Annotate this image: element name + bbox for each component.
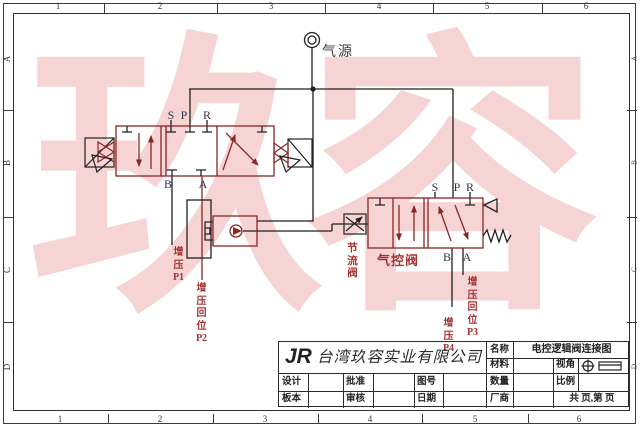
tb-line [486,342,487,408]
left-valve-port-r: R [202,108,211,122]
company-name: 台湾玖容实业有限公司 [317,349,483,366]
air-source-icon [303,31,321,49]
label-p1: 增 压 P1 [172,247,185,283]
throttle-valve-symbol [343,213,367,235]
right-valve-port-b: B [442,250,451,264]
air-source-label: 气源 [322,45,354,60]
review-label: 审核 [346,394,366,404]
tb-line [553,358,554,408]
watermark-text: 玖容 [28,19,600,346]
ruler-label: 2 [157,414,163,424]
drawing-no-label: 图号 [417,377,437,387]
ruler-tick [3,322,13,323]
vendor-label: 厂商 [490,394,510,404]
ruler-label: 2 [157,1,163,11]
design-label: 设计 [282,377,302,387]
version-label: 板本 [282,394,302,404]
name-label: 名称 [490,345,510,355]
tb-line [414,373,415,408]
ruler-tick [325,3,326,13]
tb-line [343,373,344,408]
ruler-tick [108,414,109,424]
ruler-label: 5 [484,1,490,11]
right-valve-port-s: S [431,180,439,194]
tb-line [308,373,309,408]
right-valve-port-a: A [462,250,472,264]
tb-line [513,342,514,408]
quantity-label: 数量 [490,377,510,387]
ruler-label: 4 [367,414,373,424]
left-valve-port-a: A [198,177,208,191]
company-logo: JR [285,345,312,368]
ruler-label: 1 [55,1,61,11]
right-valve-port-p: P [453,180,461,194]
ruler-tick [627,217,637,218]
right-solenoid-icon [272,138,313,174]
pages-label: 共 页,第 页 [569,394,615,404]
ruler-tick [627,110,637,111]
ruler-tick [213,414,214,424]
ruler-label: 3 [262,414,268,424]
tb-line [578,358,579,391]
tb-line [443,373,444,408]
ruler-label: 1 [57,414,63,424]
right-valve-label: 气控阀 [377,253,420,268]
left-valve-port-p: P [180,108,188,122]
left-valve-symbol [115,125,275,177]
right-valve-port-r: R [465,180,474,194]
approve-label: 批准 [346,377,366,387]
ruler-label: 3 [268,1,274,11]
ruler-tick [627,322,637,323]
label-p3: 增 压 回 位 P3 [466,277,479,338]
ruler-tick [542,3,543,13]
outer-border [3,3,636,424]
tb-line [486,358,630,359]
ruler-tick [3,110,13,111]
ruler-tick [433,3,434,13]
name-value: 电控逻辑阀连接图 [531,344,612,355]
booster-symbol [186,199,258,259]
ruler-label: 6 [576,414,582,424]
material-label: 材料 [490,360,510,370]
pipe-lines [170,47,471,307]
pipe-junction-dot [310,86,316,92]
label-p4: 增 压 P4 [442,318,455,354]
ruler-tick [528,414,529,424]
view-angle-label: 视角 [556,360,576,370]
throttle-valve-label: 节 流 阀 [347,243,358,279]
tb-line [279,373,630,374]
left-solenoid-icon [84,137,116,174]
date-label: 日期 [417,394,437,404]
ruler-label: 6 [583,1,589,11]
right-valve-symbol [367,197,512,249]
ruler-tick [422,414,423,424]
tb-line [279,391,630,392]
ruler-label: 5 [472,414,478,424]
ruler-tick [104,3,105,13]
ruler-tick [217,3,218,13]
ruler-label: 4 [376,1,382,11]
tb-line [373,373,374,408]
title-block: JR 台湾玖容实业有限公司 名称 电控逻辑阀连接图 材料 视角 设计 批准 图号… [278,341,630,408]
ruler-tick [318,414,319,424]
scale-label: 比例 [556,377,576,387]
left-valve-port-b: B [163,177,172,191]
inner-border [13,13,630,411]
label-p2: 增 压 回 位 P2 [195,283,208,344]
projection-symbol-icon [581,359,622,373]
ruler-tick [3,217,13,218]
left-valve-port-s: S [167,108,175,122]
